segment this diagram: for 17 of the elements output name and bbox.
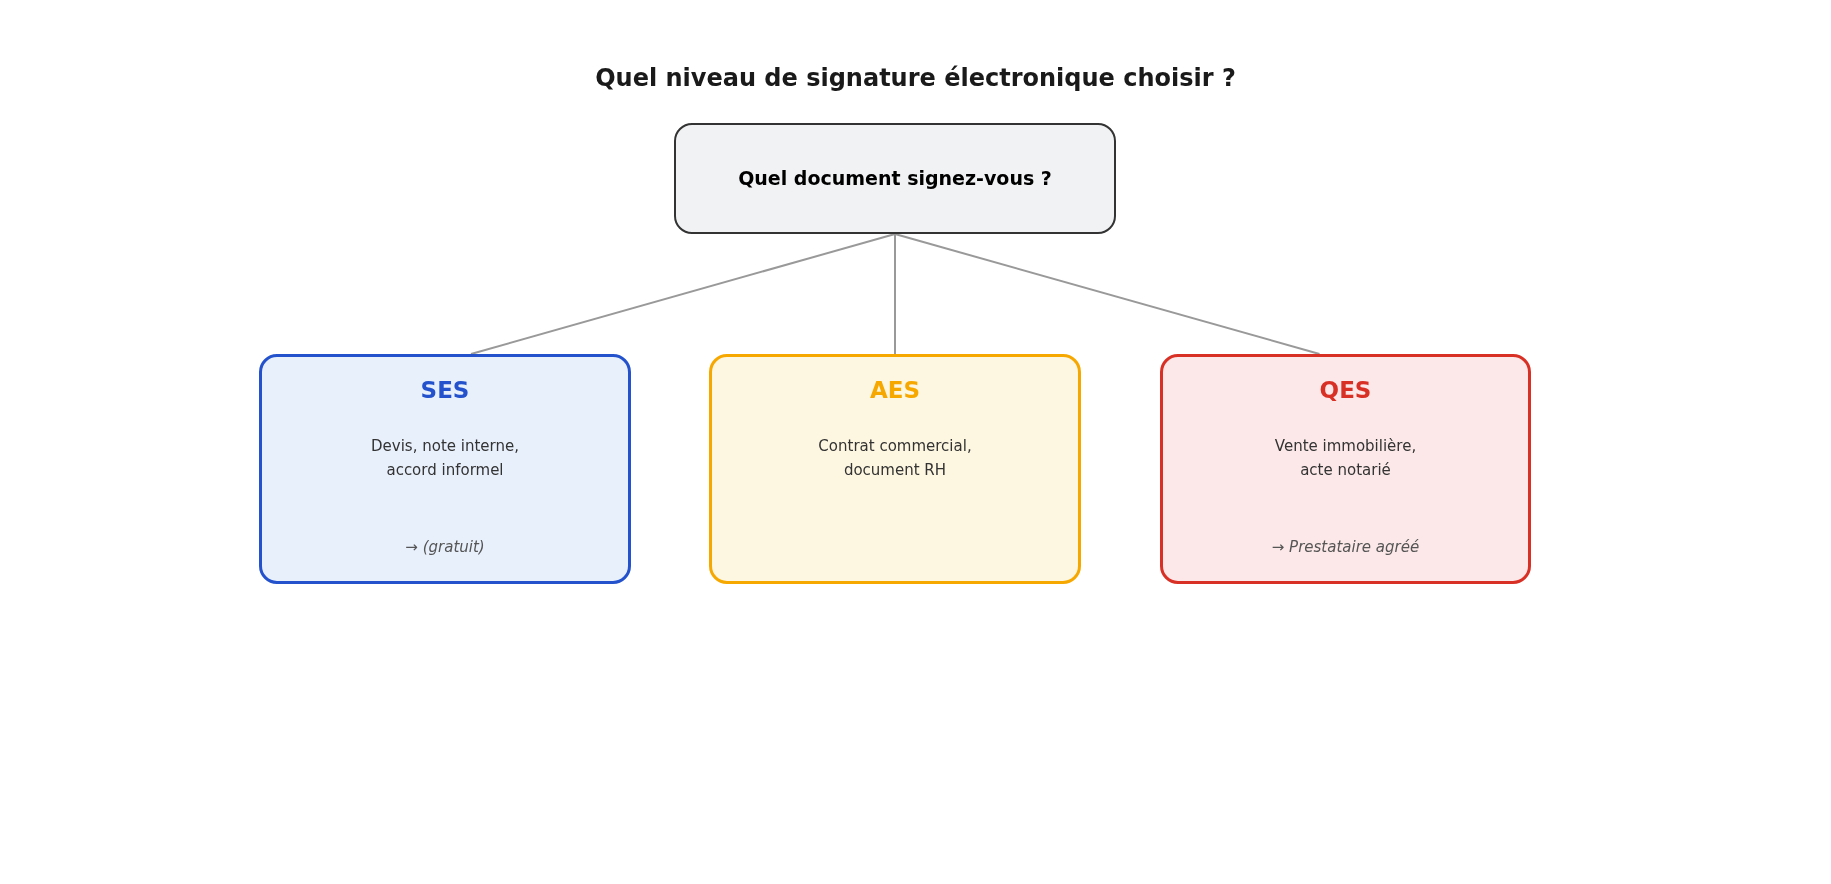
- level-card: [1160, 354, 1531, 584]
- use-case-text: Contrat commercial, document RH: [817, 436, 973, 481]
- use-case-text: Devis, note interne, accord informel: [370, 436, 520, 481]
- level-heading: QES: [1319, 376, 1372, 404]
- level-card: [709, 354, 1081, 584]
- level-heading: AES: [869, 376, 921, 404]
- connector-line: [470, 233, 896, 355]
- level-heading: SES: [420, 376, 470, 404]
- connector-line: [894, 233, 1321, 355]
- level-card: [259, 354, 631, 584]
- use-case-text: Vente immobilière, acte notarié: [1273, 436, 1418, 481]
- diagram-title: Quel niveau de signature électronique choisir ?: [594, 63, 1237, 94]
- connector-line: [894, 233, 896, 355]
- provider-note: → Prestataire agréé: [1271, 537, 1420, 558]
- question-text: Quel document signez-vous ?: [738, 166, 1052, 191]
- question-box: [674, 123, 1116, 234]
- provider-note: → (gratuit): [405, 537, 485, 558]
